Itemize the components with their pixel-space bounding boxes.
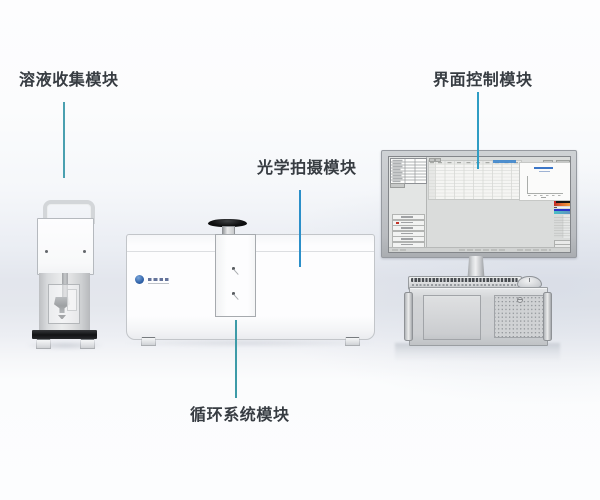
button-text-bar [401, 221, 413, 224]
toolbar-chips-right [517, 248, 551, 252]
main-machine [126, 218, 375, 350]
legend-bar-gap [554, 206, 570, 209]
legend-bar-redorange [554, 203, 570, 207]
legend-bar-black [554, 201, 570, 203]
screen-data-grid [428, 160, 522, 200]
machine-foot-left [141, 337, 156, 346]
collector-handle [43, 200, 95, 224]
chart-y-axis [527, 175, 528, 193]
monitor [381, 150, 577, 258]
brand-logo-icon [135, 275, 144, 284]
leader-line-optical [299, 190, 301, 267]
machine-center-panel [215, 234, 256, 317]
button-text-bar [401, 227, 413, 229]
screen-chart-panel [519, 161, 570, 201]
collector-vessel [48, 284, 80, 324]
keyboard-lower-row [412, 283, 516, 286]
button-text-bar [401, 243, 413, 246]
label-circulation-module: 循环系统模块 [190, 407, 290, 424]
collector-chamber [39, 273, 90, 331]
case-front-panel [409, 287, 549, 346]
case-rail-right [543, 292, 552, 341]
leader-line-interface [477, 92, 479, 169]
keyboard-keys-row [411, 278, 518, 283]
label-solution-module: 溶液收集模块 [19, 72, 119, 89]
case-vent-screw [517, 296, 523, 303]
case-rail-left [404, 292, 413, 341]
button-text-bar [401, 238, 413, 240]
collector-nozzle [58, 315, 66, 319]
collector-screw-right [83, 250, 86, 253]
screen-bottom-toolbar [389, 247, 570, 252]
chart-x-axis [527, 192, 563, 194]
screen-legend-bars [554, 201, 570, 214]
grid-toolbar-chip-2 [435, 158, 441, 162]
machine-shadow [126, 339, 373, 347]
collector-inner-panel [67, 289, 77, 311]
case-left-door [423, 295, 481, 340]
screen-right-list [554, 215, 570, 238]
grid-blue-header-text [493, 160, 516, 163]
button-text-bar [401, 232, 413, 235]
machine-foot-right [345, 337, 360, 346]
chart-x-label [541, 196, 546, 199]
panel-probe-lower [232, 292, 235, 295]
toolbar-chips-center [459, 248, 507, 252]
label-optical-module: 光学拍摄模块 [257, 160, 357, 177]
collector-shadow [25, 341, 105, 350]
panel-probe-upper [232, 267, 235, 270]
leader-line-circulation [235, 320, 237, 398]
case-shadow [395, 343, 560, 361]
case-vent-grille [494, 295, 549, 338]
rack-computer-case [395, 287, 560, 361]
toolbar-chips-left [392, 248, 406, 252]
legend-bar-teal [554, 211, 570, 214]
chart-tick-labels [528, 194, 562, 196]
solution-collector-device [25, 200, 105, 350]
chart-subtitle-bar [539, 171, 550, 173]
monitor-screen [388, 156, 571, 253]
leader-line-solution [63, 102, 65, 178]
collector-screw-left [45, 250, 48, 253]
collector-foot-left [36, 339, 51, 349]
right-list-lines [554, 215, 570, 238]
collector-base [32, 330, 97, 339]
screen-sidebar-tab [390, 183, 405, 188]
machine-knob-stem [222, 226, 235, 236]
brand-logo-text [148, 277, 171, 281]
collector-foot-right [80, 339, 95, 349]
chart-title-bar [534, 166, 553, 169]
grid-lines [429, 161, 521, 199]
monitor-stand [467, 256, 485, 278]
screen-parameter-table [390, 158, 427, 184]
button-text-bar [401, 216, 413, 218]
collector-upper-housing [37, 218, 94, 275]
label-interface-module: 界面控制模块 [433, 72, 533, 89]
machine-knob [208, 219, 247, 227]
legend-bar-blue [554, 208, 570, 211]
grid-toolbar-chip-1 [429, 158, 435, 162]
table-lines [391, 159, 426, 183]
brand-logo-subtext [148, 282, 169, 285]
